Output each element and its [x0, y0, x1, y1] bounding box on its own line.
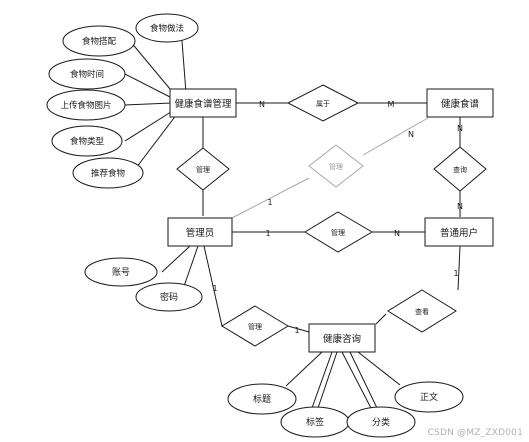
- relationship-manage-recipe-label: 管理: [329, 162, 343, 171]
- line-consult-body: [357, 351, 401, 386]
- attribute-account[interactable]: 账号: [84, 257, 158, 287]
- attribute-title[interactable]: 标题: [227, 383, 297, 415]
- attribute-upload-img[interactable]: 上传食物图片: [46, 89, 126, 121]
- watermark: CSDN @MZ_ZXD001: [427, 428, 523, 438]
- line-consult-category-1: [341, 351, 373, 411]
- attribute-tag[interactable]: 标签: [280, 406, 350, 438]
- entity-recipe[interactable]: 健康食谱: [426, 88, 494, 118]
- relationship-belongs[interactable]: 属于: [286, 84, 360, 122]
- entity-consult[interactable]: 健康咨询: [308, 323, 376, 353]
- entity-recipe-mgmt-label: 健康食谱管理: [174, 98, 232, 110]
- relationship-manage-user-label: 管理: [331, 228, 345, 237]
- line-consult-tag-1: [311, 351, 333, 409]
- attribute-food-time[interactable]: 食物时间: [48, 58, 126, 90]
- cardinality-user-query: N: [457, 202, 463, 211]
- cardinality-consult-admin: 1: [294, 326, 299, 335]
- attribute-food-method[interactable]: 食物做法: [135, 13, 199, 43]
- line-view-consult: [375, 313, 387, 325]
- attribute-recommend[interactable]: 推荐食物: [72, 157, 144, 189]
- cardinality-admin-user: 1: [265, 229, 270, 238]
- entity-recipe-mgmt[interactable]: 健康食谱管理: [169, 88, 237, 118]
- line-admin-consult-diamond: [203, 245, 223, 327]
- cardinality-admin-consult: 1: [212, 284, 217, 293]
- line-mgmt-time: [124, 73, 173, 99]
- relationship-manage-consult[interactable]: 管理: [221, 305, 289, 347]
- cardinality-admin-recipe: 1: [267, 198, 272, 207]
- connectors: [124, 27, 461, 411]
- attribute-food-match-label: 食物搭配: [82, 36, 117, 47]
- attribute-title-label: 标题: [253, 393, 271, 405]
- relationship-manage-recipe[interactable]: 管理: [308, 144, 364, 188]
- attribute-password-label: 密码: [160, 291, 178, 303]
- attribute-food-type[interactable]: 食物类型: [51, 125, 123, 157]
- relationship-manage-consult-label: 管理: [248, 322, 262, 331]
- attribute-food-type-label: 食物类型: [70, 136, 105, 147]
- entity-user[interactable]: 普通用户: [424, 217, 494, 247]
- cardinality-user-admin: N: [394, 229, 400, 238]
- line-mgmt-upload: [124, 102, 173, 106]
- entity-recipe-label: 健康食谱: [441, 98, 480, 110]
- line-faded-manage-recipe: [362, 117, 429, 156]
- relationship-view[interactable]: 查看: [387, 289, 457, 333]
- attribute-body[interactable]: 正文: [394, 381, 464, 413]
- attribute-recommend-label: 推荐食物: [91, 168, 126, 179]
- attribute-food-match[interactable]: 食物搭配: [62, 25, 136, 57]
- cardinality-labels: N M N N 1 N 1 N 1 1 1: [212, 100, 463, 335]
- entity-user-label: 普通用户: [440, 227, 478, 239]
- line-mgmt-type: [124, 109, 175, 142]
- attribute-category[interactable]: 分类: [346, 406, 416, 438]
- attribute-account-label: 账号: [112, 267, 130, 278]
- line-consult-title: [285, 351, 323, 387]
- entity-admin[interactable]: 管理员: [167, 217, 233, 247]
- relationship-query-label: 查询: [453, 165, 467, 174]
- relationship-manage-user[interactable]: 管理: [304, 211, 373, 253]
- cardinality-belongs-right: M: [388, 100, 395, 109]
- line-admin-account: [161, 245, 191, 273]
- cardinality-recipe-admin: N: [408, 130, 414, 139]
- attribute-upload-img-label: 上传食物图片: [60, 100, 111, 111]
- attribute-food-method-label: 食物做法: [150, 23, 184, 34]
- line-user-view: [457, 245, 461, 291]
- attribute-body-label: 正文: [420, 391, 438, 403]
- attribute-tag-label: 标签: [306, 416, 324, 428]
- entity-admin-label: 管理员: [186, 227, 215, 239]
- relationship-manage-recipe-mgmt[interactable]: 管理: [176, 147, 230, 191]
- faded-connectors: [231, 117, 429, 219]
- line-admin-faded-manage: [231, 177, 310, 219]
- cardinality-user-consult: 1: [453, 269, 458, 278]
- attribute-category-label: 分类: [372, 416, 390, 428]
- cardinality-belongs-left: N: [259, 100, 265, 109]
- relationship-query[interactable]: 查询: [433, 146, 487, 192]
- attribute-food-time-label: 食物时间: [70, 69, 104, 80]
- attribute-password[interactable]: 密码: [135, 282, 203, 312]
- line-consult-diamond-consult: [287, 325, 310, 333]
- relationship-manage-recipe-mgmt-label: 管理: [196, 165, 210, 174]
- relationship-view-label: 查看: [415, 307, 429, 316]
- line-consult-category-2: [349, 351, 379, 411]
- entity-consult-label: 健康咨询: [323, 333, 361, 345]
- cardinality-recipe-query: N: [457, 124, 463, 133]
- line-consult-tag-2: [317, 351, 338, 409]
- line-mgmt-recommend: [132, 113, 178, 173]
- line-mgmt-match: [129, 40, 176, 96]
- relationship-belongs-label: 属于: [316, 100, 330, 108]
